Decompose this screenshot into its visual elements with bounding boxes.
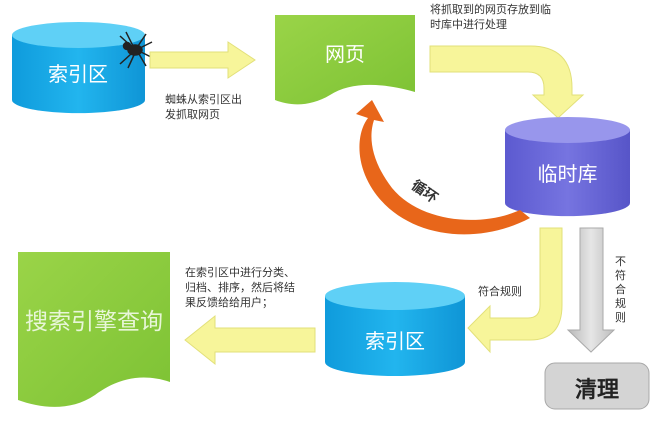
search-query-label: 搜索引擎查询 — [25, 309, 163, 335]
index-bottom-label: 索引区 — [365, 329, 425, 353]
cleanup-label: 清理 — [574, 378, 619, 403]
webpage-label: 网页 — [325, 42, 365, 66]
index-cylinder-bottom — [325, 282, 465, 376]
not-match-rules-text: 不 符 合 规 则 — [615, 255, 626, 324]
match-rules-text: 符合规则 — [478, 285, 522, 298]
index-cylinder-top — [12, 22, 145, 114]
spider-fetch-text: 蜘蛛从索引区出 发抓取网页 — [165, 93, 242, 121]
arrow-not-match-rules — [566, 227, 616, 353]
arrow-to-webpage — [149, 41, 256, 79]
temp-db-cylinder — [505, 117, 630, 217]
spider-icon — [119, 31, 154, 69]
temp-db-label: 临时库 — [537, 162, 598, 186]
arrow-to-search-query — [184, 314, 316, 366]
index-top-label: 索引区 — [48, 62, 108, 86]
webpage-document — [275, 15, 415, 105]
cleanup-box — [544, 362, 650, 410]
classify-text: 在索引区中进行分类、 归档、排序，然后将结 果反馈给给用户； — [185, 266, 295, 309]
arrow-match-rules — [467, 227, 563, 354]
search-query-document — [18, 252, 170, 407]
loop-arrow — [356, 100, 530, 235]
arrow-to-temp-db — [429, 45, 585, 119]
store-temp-text: 将抓取到的网页存放到临 时库中进行处理 — [430, 3, 551, 31]
